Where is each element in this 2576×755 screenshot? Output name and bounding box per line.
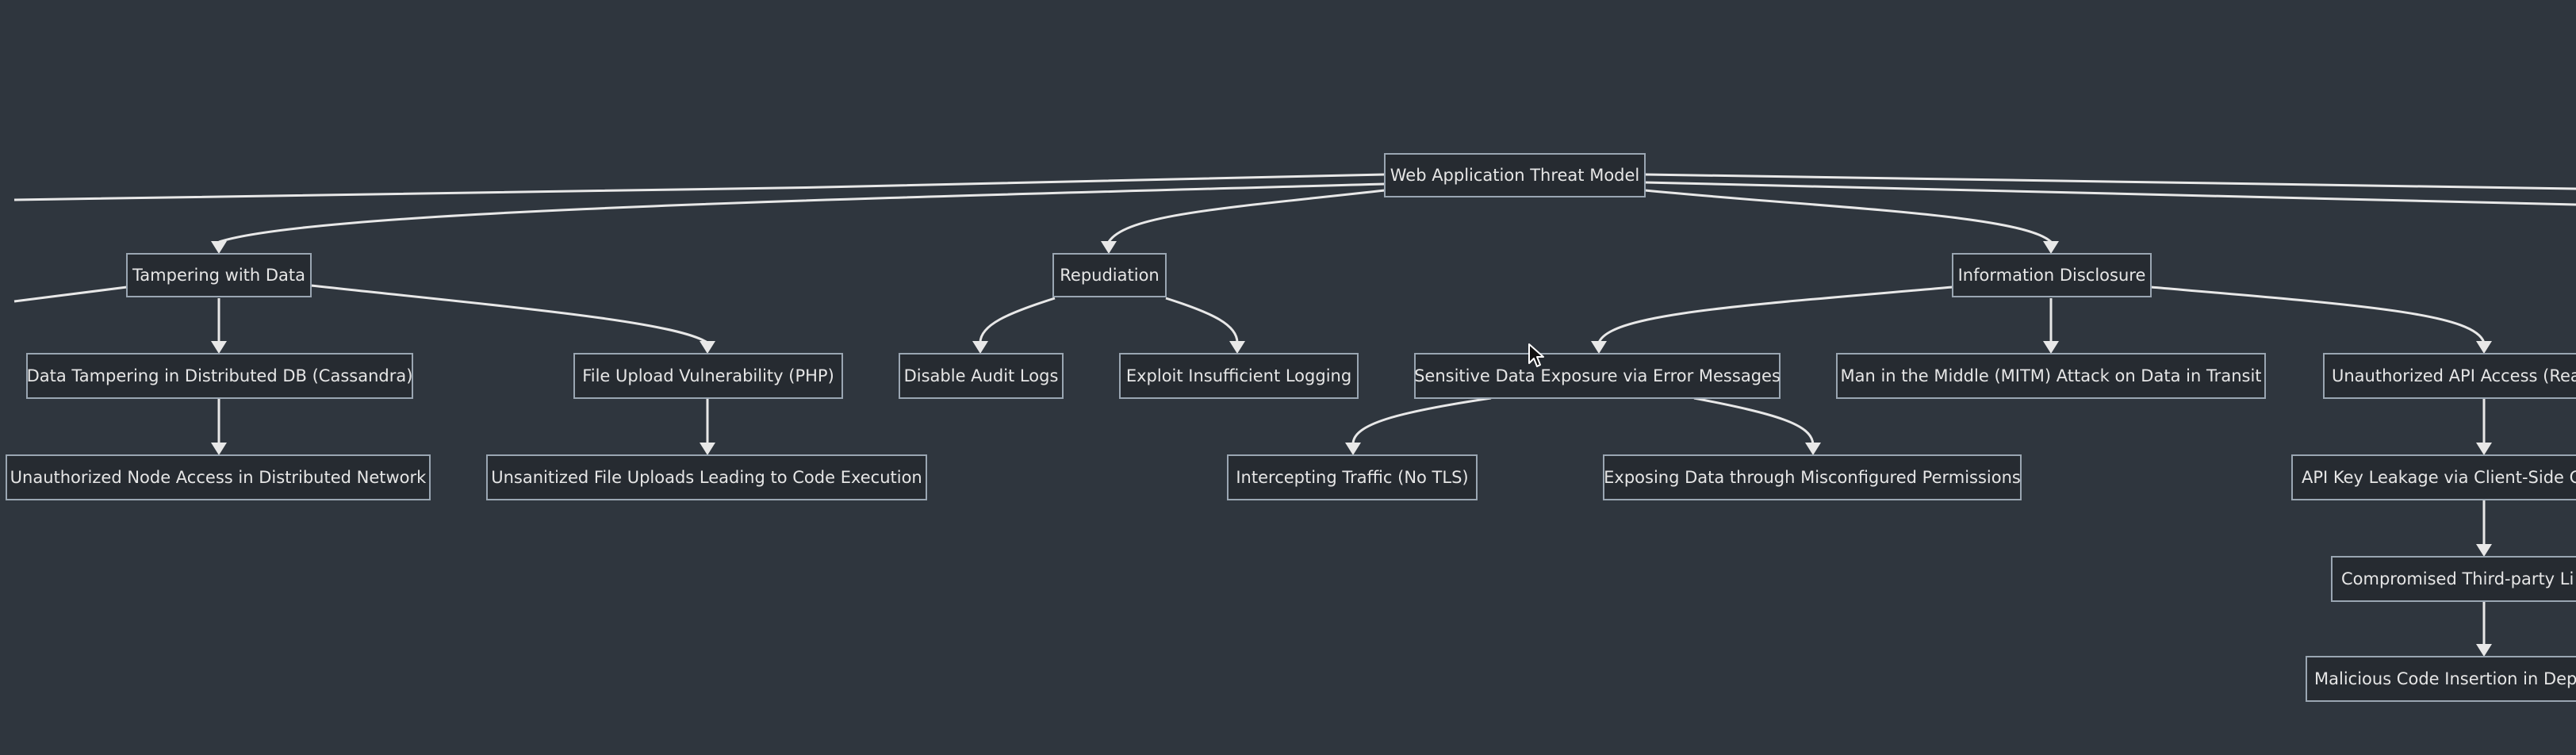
node-root[interactable]: Web Application Threat Model: [1384, 153, 1646, 197]
edge-root-offscreen-right-2: [1644, 181, 2576, 206]
node-file-upload-vuln[interactable]: File Upload Vulnerability (PHP): [573, 353, 843, 399]
arrow-dbtamper: [211, 341, 227, 354]
edge-root-tampering: [218, 182, 1386, 243]
arrow-sensitive: [1591, 341, 1607, 354]
edge-root-repudiation: [1107, 189, 1386, 243]
node-repudiation-label: Repudiation: [1060, 266, 1159, 285]
node-sensitive-error-label: Sensitive Data Exposure via Error Messag…: [1414, 366, 1781, 385]
node-third-party-label: Compromised Third-party Li: [2341, 569, 2574, 588]
node-unauth-api-label: Unauthorized API Access (Rea: [2332, 366, 2576, 385]
edge-tampering-fileupload: [310, 284, 708, 344]
edge-root-offscreen-left: [13, 173, 1386, 201]
arrow-tampering: [211, 241, 227, 254]
edge-info-sensitive: [1597, 286, 1953, 343]
edge-sensitive-exposing: [1693, 397, 1815, 445]
node-mitm[interactable]: Man in the Middle (MITM) Attack on Data …: [1836, 353, 2266, 399]
edge-root-offscreen-right-1: [1644, 173, 2576, 190]
node-layer: Web Application Threat Model Tampering w…: [6, 153, 2576, 702]
node-intercepting-label: Intercepting Traffic (No TLS): [1236, 468, 1468, 487]
node-unsanitized-upload[interactable]: Unsanitized File Uploads Leading to Code…: [486, 454, 927, 500]
edge-sensitive-intercepting: [1351, 397, 1492, 445]
node-unauth-node-label: Unauthorized Node Access in Distributed …: [10, 468, 427, 487]
arrow-unsanitized: [700, 443, 715, 455]
node-repudiation[interactable]: Repudiation: [1052, 253, 1167, 297]
arrow-intercepting: [1345, 443, 1361, 455]
edge-repudiation-audit: [979, 297, 1056, 343]
node-sensitive-error[interactable]: Sensitive Data Exposure via Error Messag…: [1414, 353, 1781, 399]
node-root-label: Web Application Threat Model: [1390, 166, 1640, 185]
node-disable-audit-label: Disable Audit Logs: [904, 366, 1059, 385]
edge-root-info: [1644, 189, 2053, 243]
node-exploit-logging[interactable]: Exploit Insufficient Logging: [1119, 353, 1359, 399]
arrow-exposing: [1805, 443, 1821, 455]
node-exploit-logging-label: Exploit Insufficient Logging: [1126, 366, 1351, 385]
node-mitm-label: Man in the Middle (MITM) Attack on Data …: [1840, 366, 2261, 385]
edge-layer: [13, 173, 2576, 657]
node-tampering-label: Tampering with Data: [132, 266, 305, 285]
node-exposing-perms[interactable]: Exposing Data through Misconfigured Perm…: [1603, 454, 2022, 500]
node-info-disclosure[interactable]: Information Disclosure: [1952, 253, 2152, 297]
arrow-node: [211, 443, 227, 455]
node-malicious-code-label: Malicious Code Insertion in Dep: [2314, 669, 2576, 688]
node-info-disclosure-label: Information Disclosure: [1958, 266, 2146, 285]
arrow-malicious: [2476, 644, 2492, 657]
node-malicious-code[interactable]: Malicious Code Insertion in Dep: [2306, 656, 2576, 702]
edge-repudiation-exploit: [1165, 297, 1239, 343]
node-data-tampering-db-label: Data Tampering in Distributed DB (Cassan…: [27, 366, 413, 385]
node-disable-audit[interactable]: Disable Audit Logs: [899, 353, 1064, 399]
edge-info-api: [2150, 286, 2486, 343]
node-third-party[interactable]: Compromised Third-party Li: [2331, 556, 2576, 602]
node-unsanitized-upload-label: Unsanitized File Uploads Leading to Code…: [491, 468, 922, 487]
edge-tampering-offscreen-left: [13, 286, 128, 303]
arrow-repudiation: [1101, 241, 1117, 254]
node-intercepting[interactable]: Intercepting Traffic (No TLS): [1227, 454, 1478, 500]
node-tampering[interactable]: Tampering with Data: [126, 253, 312, 297]
node-api-key-leak[interactable]: API Key Leakage via Client-Side C: [2291, 454, 2576, 500]
arrow-thirdparty: [2476, 544, 2492, 557]
node-unauth-node[interactable]: Unauthorized Node Access in Distributed …: [6, 454, 431, 500]
arrow-api: [2476, 341, 2492, 354]
arrow-exploit: [1229, 341, 1245, 354]
arrow-audit: [972, 341, 988, 354]
arrow-info: [2043, 241, 2059, 254]
node-unauth-api[interactable]: Unauthorized API Access (Rea: [2323, 353, 2576, 399]
node-data-tampering-db[interactable]: Data Tampering in Distributed DB (Cassan…: [26, 353, 413, 399]
node-file-upload-vuln-label: File Upload Vulnerability (PHP): [582, 366, 834, 385]
arrow-keyleak: [2476, 443, 2492, 455]
node-exposing-perms-label: Exposing Data through Misconfigured Perm…: [1604, 468, 2021, 487]
arrow-fileupload: [700, 341, 715, 354]
node-api-key-leak-label: API Key Leakage via Client-Side C: [2302, 468, 2576, 487]
arrow-mitm: [2043, 341, 2059, 354]
mouse-cursor-icon: [1528, 343, 1544, 367]
